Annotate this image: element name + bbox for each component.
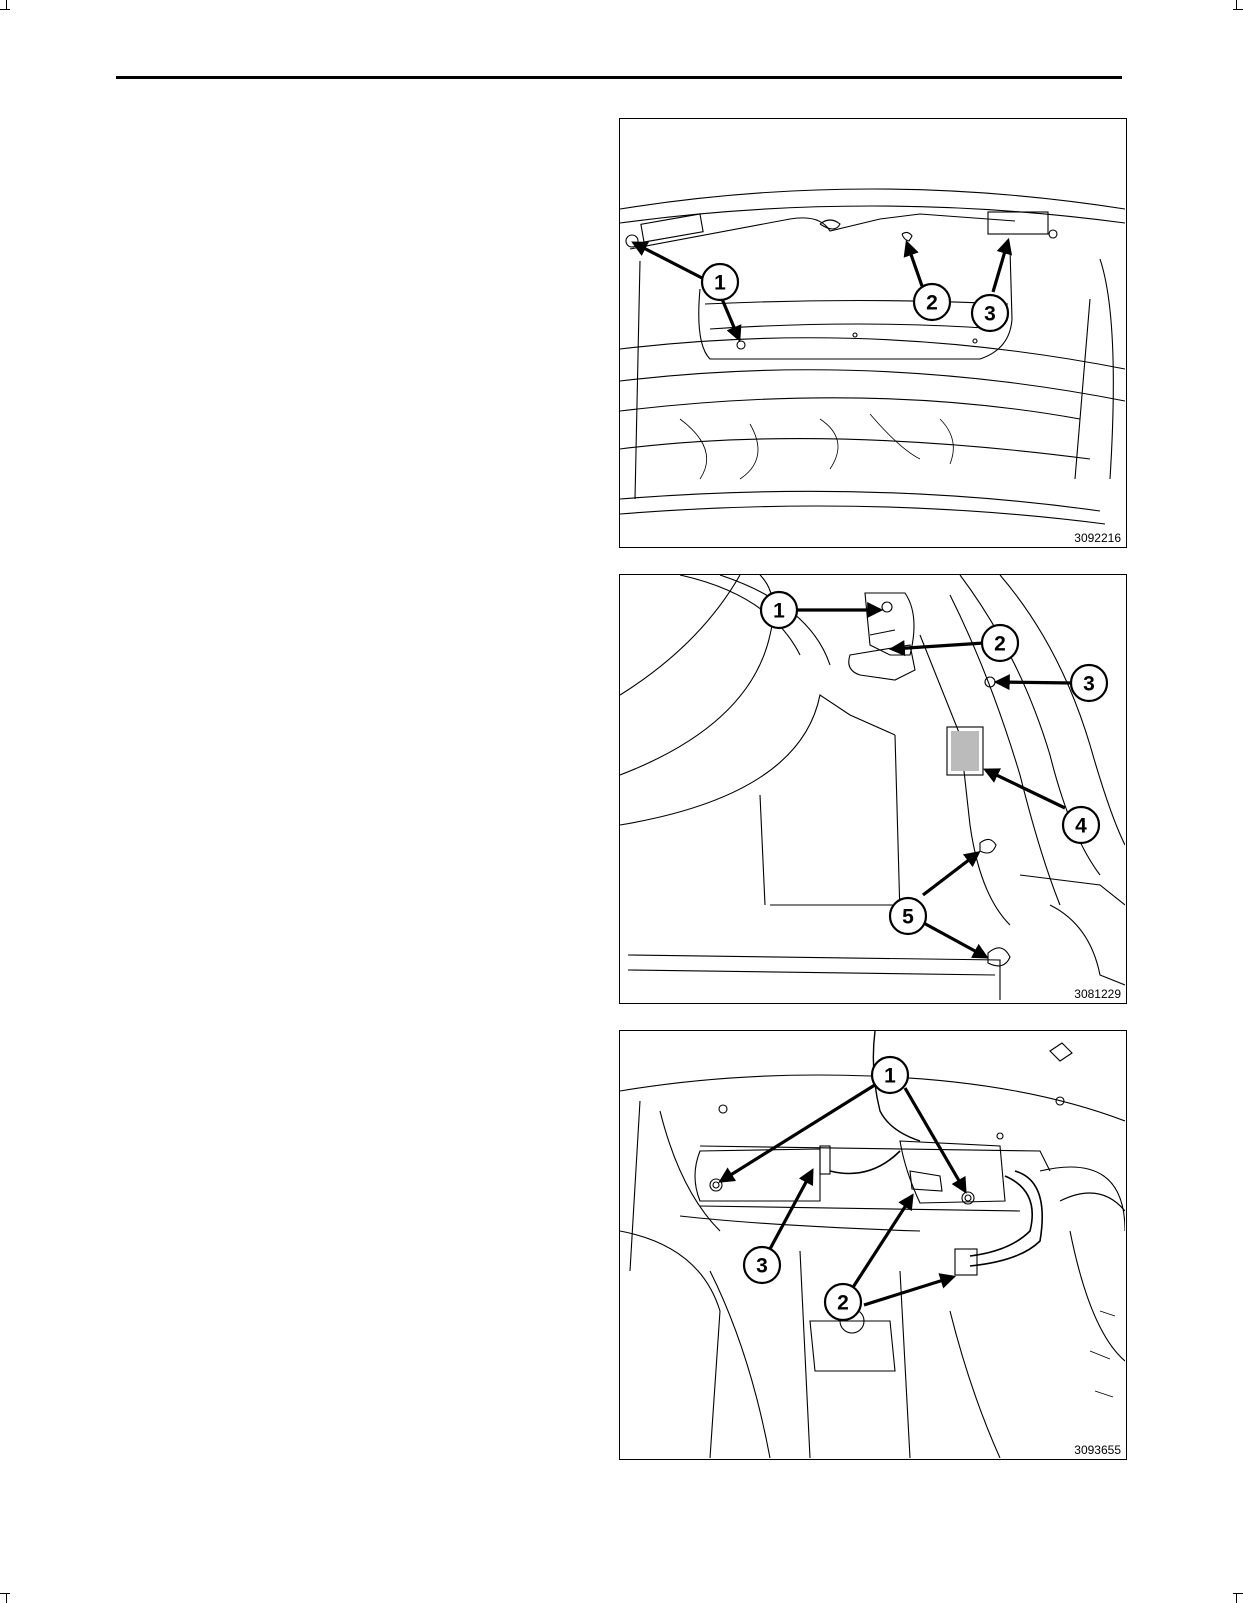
svg-text:4: 4 <box>1075 815 1087 838</box>
header-rule <box>116 76 1122 79</box>
svg-text:2: 2 <box>837 1292 849 1315</box>
callout-2: 2 <box>914 284 950 320</box>
leader-line-1a <box>721 1083 878 1181</box>
leader-line-2b <box>864 1277 953 1305</box>
crop-mark-bottom-right-v <box>1236 1593 1237 1603</box>
svg-text:2: 2 <box>994 633 1006 656</box>
callout-layer: 1 3 2 <box>620 1031 1125 1458</box>
leader-line-1b <box>722 299 739 339</box>
callout-2: 2 <box>825 1284 861 1320</box>
svg-text:1: 1 <box>773 600 785 623</box>
crop-mark-bottom-left-h <box>0 1593 10 1594</box>
callout-5: 5 <box>890 898 926 934</box>
svg-text:5: 5 <box>902 906 914 929</box>
crop-mark-bottom-left-v <box>6 1593 7 1603</box>
leader-line-3 <box>993 241 1008 292</box>
figure-trunk-side: 1 2 3 4 5 3081229 <box>619 574 1127 1004</box>
leader-line-2 <box>892 643 984 649</box>
callout-1: 1 <box>702 264 738 300</box>
crop-mark-bottom-right-h <box>1233 1593 1243 1594</box>
figure-decklid-panel: 1 2 3 3092216 <box>619 118 1127 548</box>
svg-text:3: 3 <box>984 303 996 326</box>
callout-1: 1 <box>872 1057 908 1093</box>
svg-text:1: 1 <box>714 272 726 295</box>
figure-id: 3081229 <box>1073 987 1122 1001</box>
callout-layer: 1 2 3 <box>620 119 1125 546</box>
leader-line-1a <box>634 243 704 279</box>
callout-2: 2 <box>982 625 1018 661</box>
callout-layer: 1 2 3 4 5 <box>620 575 1125 1002</box>
callout-3: 3 <box>1071 665 1107 701</box>
figure-id: 3092216 <box>1073 531 1122 545</box>
callout-1: 1 <box>761 592 797 628</box>
leader-line-2 <box>907 243 922 286</box>
crop-mark-top-right-h <box>1233 9 1243 10</box>
leader-line-5a <box>923 853 978 895</box>
figure-underside-wiring: 1 3 2 3093655 <box>619 1030 1127 1460</box>
leader-line-4 <box>986 770 1065 808</box>
leader-line-2a <box>848 1196 912 1295</box>
leader-line-3 <box>997 682 1073 683</box>
callout-3: 3 <box>972 295 1008 331</box>
leader-line-1b <box>905 1088 965 1191</box>
svg-text:3: 3 <box>756 1255 768 1278</box>
callout-4: 4 <box>1063 807 1099 843</box>
leader-line-3 <box>770 1171 812 1249</box>
figure-id: 3093655 <box>1073 1443 1122 1457</box>
crop-mark-top-left-h <box>0 9 10 10</box>
svg-text:2: 2 <box>926 292 938 315</box>
svg-text:1: 1 <box>884 1065 896 1088</box>
leader-line-5b <box>920 921 986 957</box>
svg-text:3: 3 <box>1083 673 1095 696</box>
callout-3: 3 <box>744 1247 780 1283</box>
